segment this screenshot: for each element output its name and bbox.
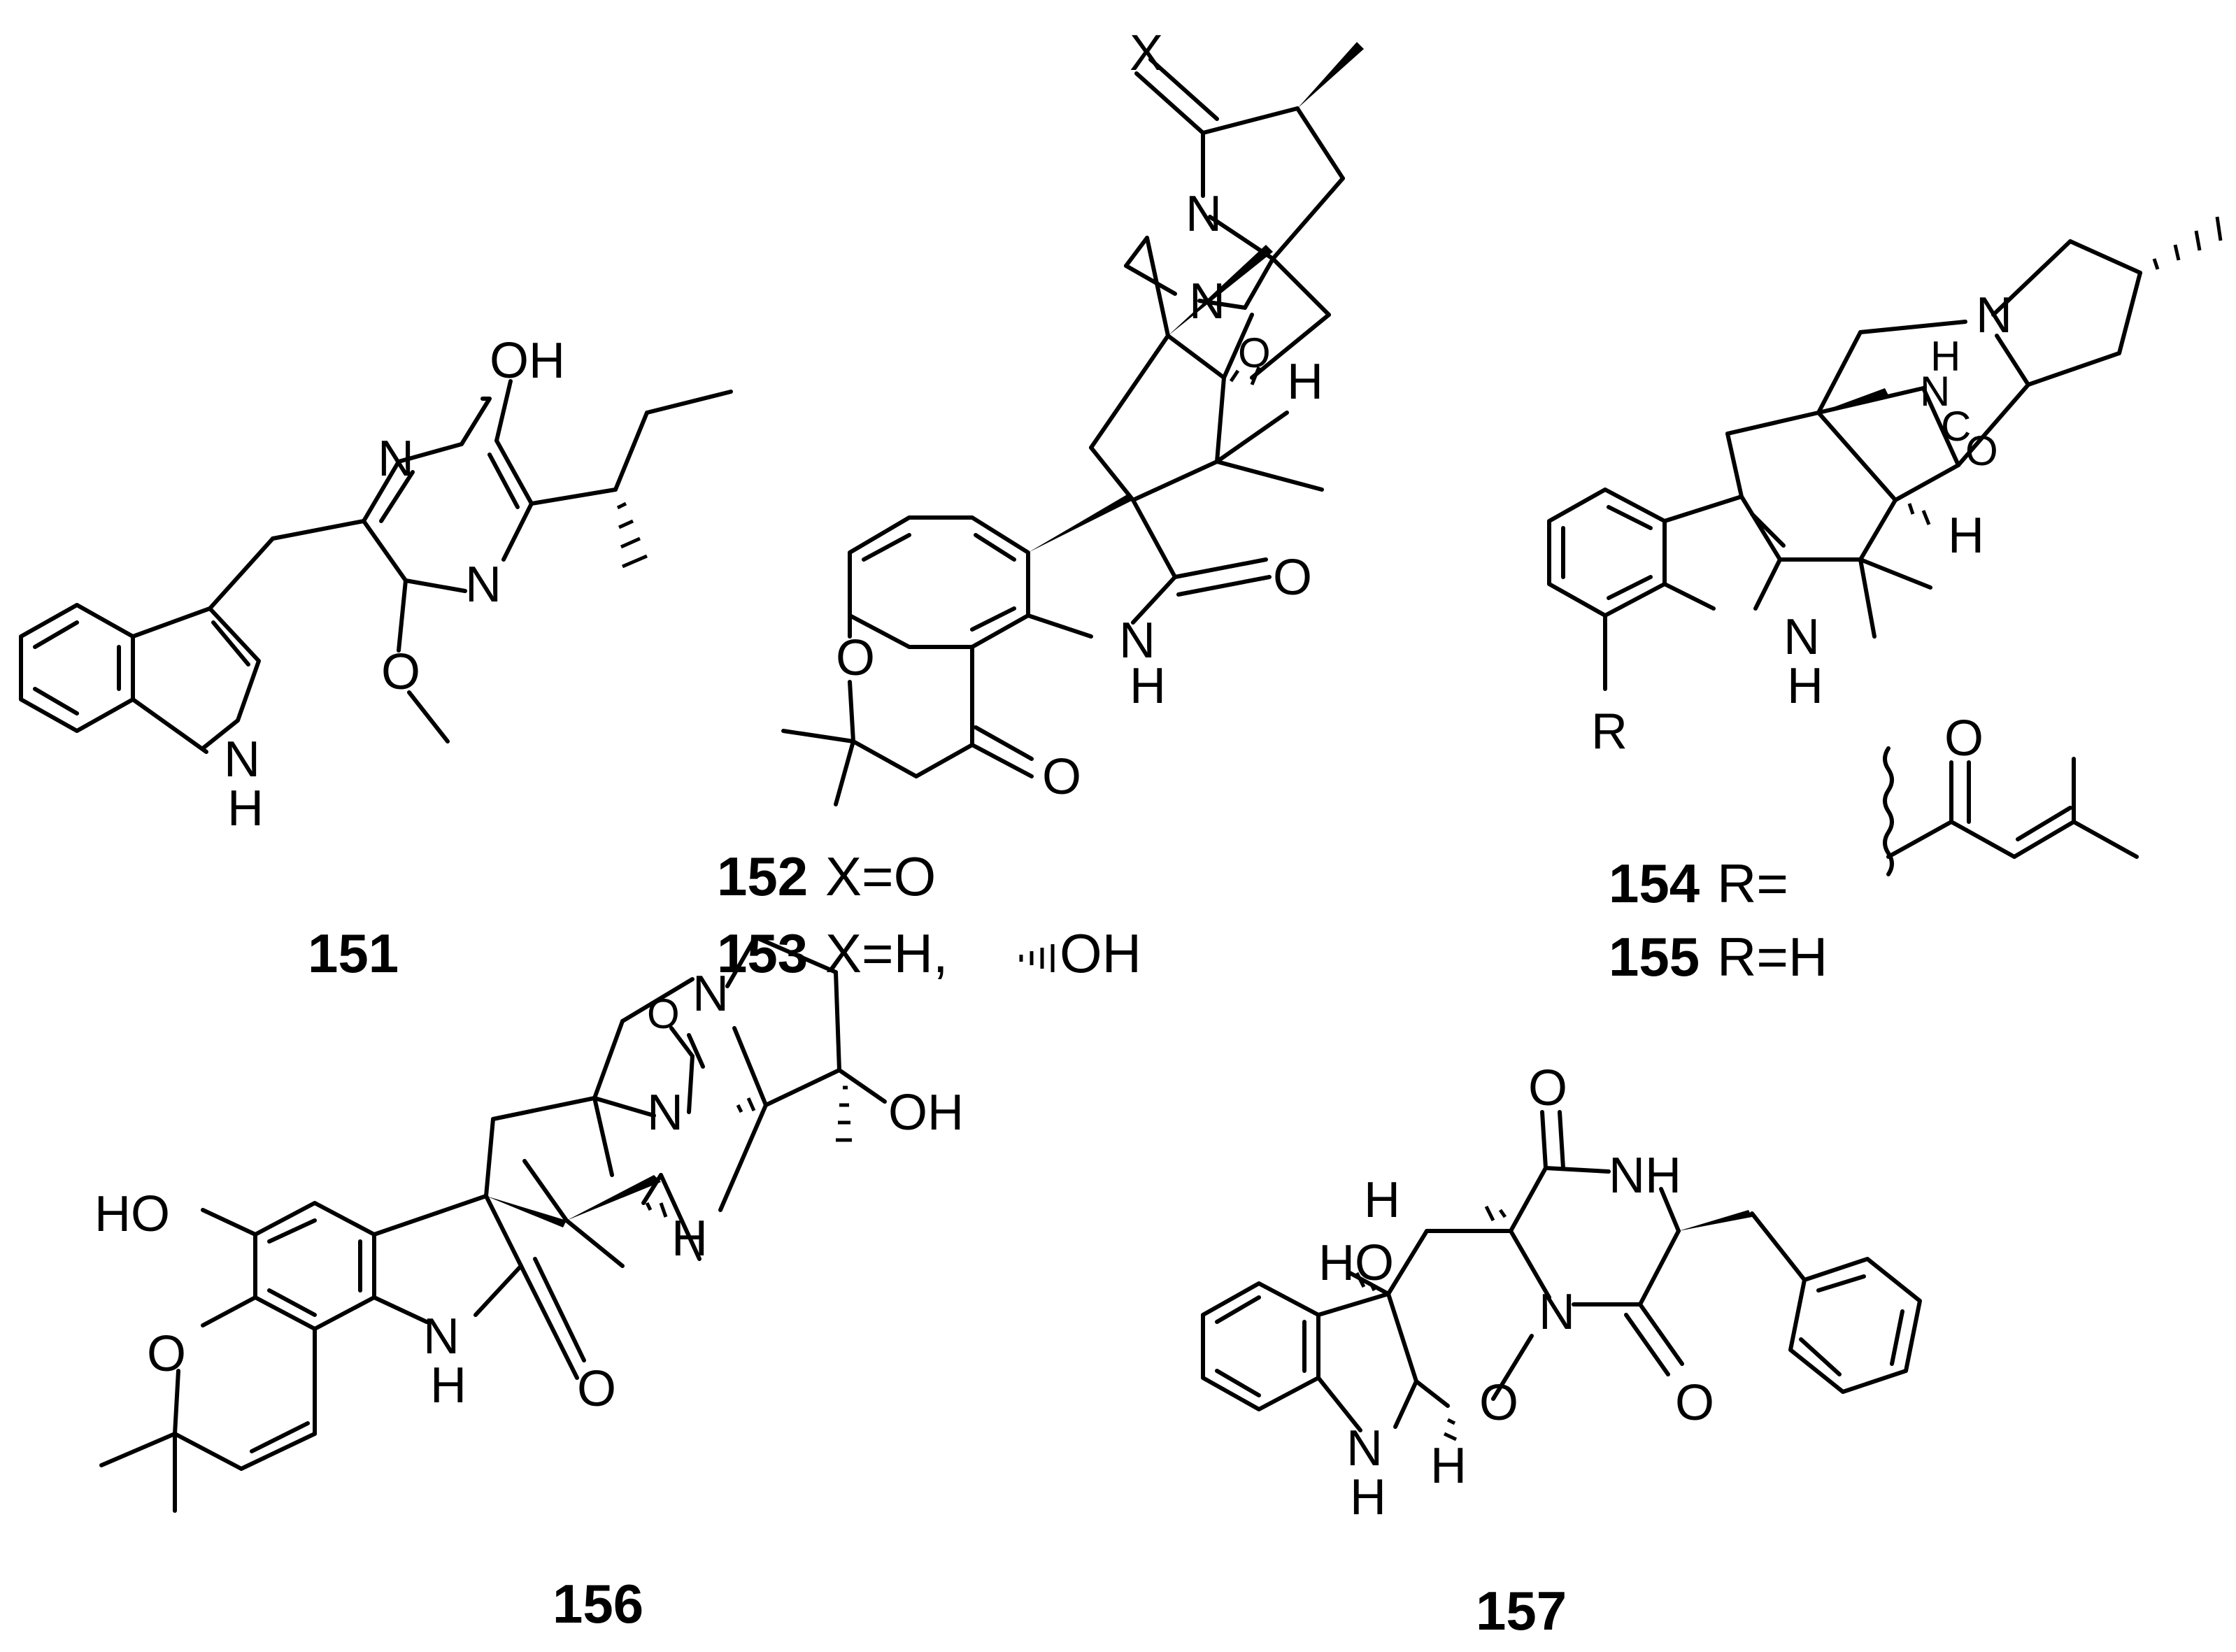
atom-label: H	[227, 781, 264, 836]
compound-substituent-155: R=H	[1717, 926, 1828, 988]
atom-label: C	[1941, 403, 1971, 450]
atom-label: H	[1787, 658, 1823, 714]
atom-label: H	[1287, 354, 1323, 410]
atom-label: N	[1185, 186, 1222, 242]
structure-156: HO O N H O N O N H OH 156	[94, 935, 964, 1635]
atom-label: OH	[490, 333, 565, 389]
structure-151: N H N N OH O 151	[19, 333, 733, 984]
atom-label: H	[430, 1358, 467, 1414]
atom-label: O	[1273, 550, 1312, 606]
compound-id-154: 154	[1609, 853, 1700, 914]
atom-label: N	[224, 732, 260, 788]
atom-label: NH	[1609, 1148, 1681, 1204]
compound-id-152: 152	[717, 846, 808, 907]
atom-label: N	[1346, 1420, 1383, 1476]
atom-label: O	[1042, 749, 1081, 805]
structure-157: HO H N H H O N O NH O 157	[1201, 1060, 1922, 1642]
atom-label: N	[465, 557, 501, 613]
atom-label: N	[1119, 613, 1155, 669]
atom-label: O	[647, 990, 680, 1037]
atom-label: X	[1130, 25, 1163, 81]
atom-label: O	[147, 1326, 186, 1382]
atom-label: N	[692, 966, 729, 1022]
structure-152-153: X N N O H O N H O O 152 X=O 153 X=H, OH	[717, 25, 1364, 984]
atom-label: N	[1976, 287, 2012, 343]
compound-id-157: 157	[1476, 1580, 1567, 1642]
atom-label: N	[1783, 609, 1820, 665]
atom-label: H	[1948, 508, 1984, 564]
atom-label: N	[1539, 1284, 1575, 1340]
atom-label: N	[423, 1309, 460, 1365]
atom-label: H	[1350, 1469, 1386, 1525]
atom-label: O	[577, 1361, 616, 1417]
compound-substituent-154: R=	[1717, 853, 1788, 914]
atom-label: N	[378, 431, 414, 487]
atom-label: HO	[1318, 1235, 1394, 1291]
atom-label: O	[1528, 1060, 1567, 1116]
atom-label: H	[1130, 658, 1166, 714]
atom-label: O	[1944, 711, 1984, 767]
atom-label: H	[1364, 1172, 1400, 1228]
atom-label: N	[1920, 368, 1950, 415]
atom-label: O	[1965, 427, 1998, 474]
compound-id-151: 151	[308, 923, 399, 984]
compound-substituent-152: X=O	[825, 846, 936, 907]
compound-id-156: 156	[553, 1573, 643, 1635]
atom-label: H	[1430, 1438, 1467, 1494]
atom-label: R	[1591, 704, 1628, 760]
compound-hydroxy-153: OH	[1060, 923, 1141, 984]
structure-154-155: N H R N H N C O H O 154 R= 155 R=H	[1547, 216, 2223, 988]
atom-label: N	[1189, 273, 1225, 329]
compound-substituent-153: X=H,	[825, 923, 948, 984]
atom-label: O	[1675, 1375, 1714, 1431]
atom-label: HO	[94, 1186, 170, 1242]
atom-label: H	[1930, 333, 1960, 380]
atom-label: N	[647, 1085, 683, 1141]
atom-label: O	[836, 630, 875, 686]
atom-label: O	[1238, 329, 1271, 376]
atom-label: O	[381, 644, 420, 700]
atom-label: H	[671, 1211, 708, 1267]
atom-label: OH	[888, 1085, 964, 1141]
atom-label: O	[1479, 1375, 1518, 1431]
compound-id-155: 155	[1609, 926, 1700, 988]
